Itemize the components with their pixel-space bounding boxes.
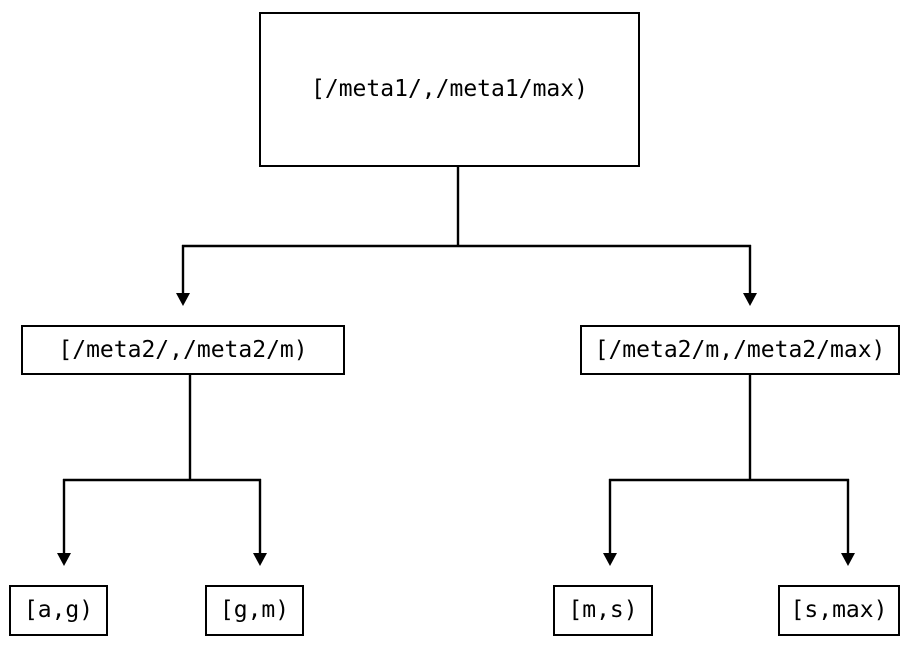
node-leaf-4[interactable]: [s,max) — [778, 585, 900, 636]
node-leaf-3-label: [m,s) — [568, 597, 638, 623]
edge-root-to-mid-group — [176, 167, 757, 306]
node-mid-left-label: [/meta2/,/meta2/m) — [58, 336, 308, 363]
node-mid-right-label: [/meta2/m,/meta2/max) — [594, 336, 886, 363]
arrowhead-down-icon-leaf1 — [57, 553, 71, 566]
node-root-label: [/meta1/,/meta1/max) — [311, 76, 588, 102]
node-mid-right[interactable]: [/meta2/m,/meta2/max) — [580, 325, 900, 375]
node-leaf-1-label: [a,g) — [23, 597, 94, 623]
edge-midleft-to-leaves-group — [57, 375, 267, 566]
node-leaf-2[interactable]: [g,m) — [205, 585, 304, 636]
node-leaf-1[interactable]: [a,g) — [9, 585, 108, 636]
arrowhead-down-icon-leaf3 — [603, 553, 617, 566]
arrowhead-down-icon-leaf2 — [253, 553, 267, 566]
node-leaf-4-label: [s,max) — [790, 597, 888, 623]
node-leaf-2-label: [g,m) — [219, 597, 290, 623]
node-leaf-3[interactable]: [m,s) — [553, 585, 653, 636]
arrowhead-down-icon-mid-left — [176, 293, 190, 306]
node-mid-left[interactable]: [/meta2/,/meta2/m) — [21, 325, 345, 375]
arrowhead-down-icon-leaf4 — [841, 553, 855, 566]
arrowhead-down-icon-mid-right — [743, 293, 757, 306]
node-root[interactable]: [/meta1/,/meta1/max) — [259, 12, 640, 167]
edge-midright-to-leaves-group — [603, 375, 855, 566]
